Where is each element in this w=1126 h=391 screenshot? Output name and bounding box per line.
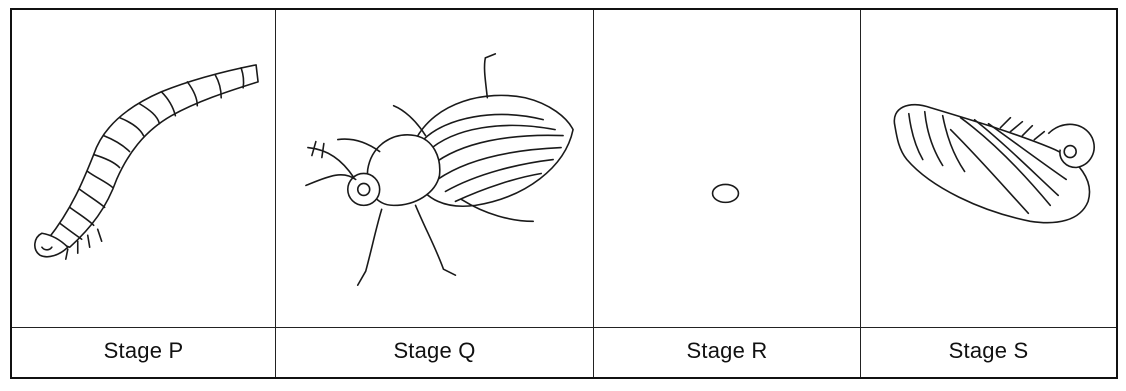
stage-q-label-cell: Stage Q: [276, 328, 594, 377]
stage-r-image-cell: [594, 10, 861, 328]
stage-q-label: Stage Q: [393, 338, 475, 364]
stage-q-image-cell: [276, 10, 594, 328]
stage-p-image-cell: [12, 10, 276, 328]
stage-p-label: Stage P: [104, 338, 184, 364]
larva-icon: [12, 10, 275, 327]
stage-s-label-cell: Stage S: [861, 328, 1116, 377]
stage-s-label: Stage S: [949, 338, 1029, 364]
egg-icon: [594, 10, 860, 327]
stage-r-label-cell: Stage R: [594, 328, 861, 377]
stage-p-label-cell: Stage P: [12, 328, 276, 377]
stage-s-image-cell: [861, 10, 1116, 328]
beetle-icon: [276, 10, 593, 327]
stage-r-label: Stage R: [687, 338, 768, 364]
pupa-icon: [861, 10, 1116, 327]
life-cycle-stage-table: Stage P Stage Q Stage R Stage S: [10, 8, 1118, 379]
